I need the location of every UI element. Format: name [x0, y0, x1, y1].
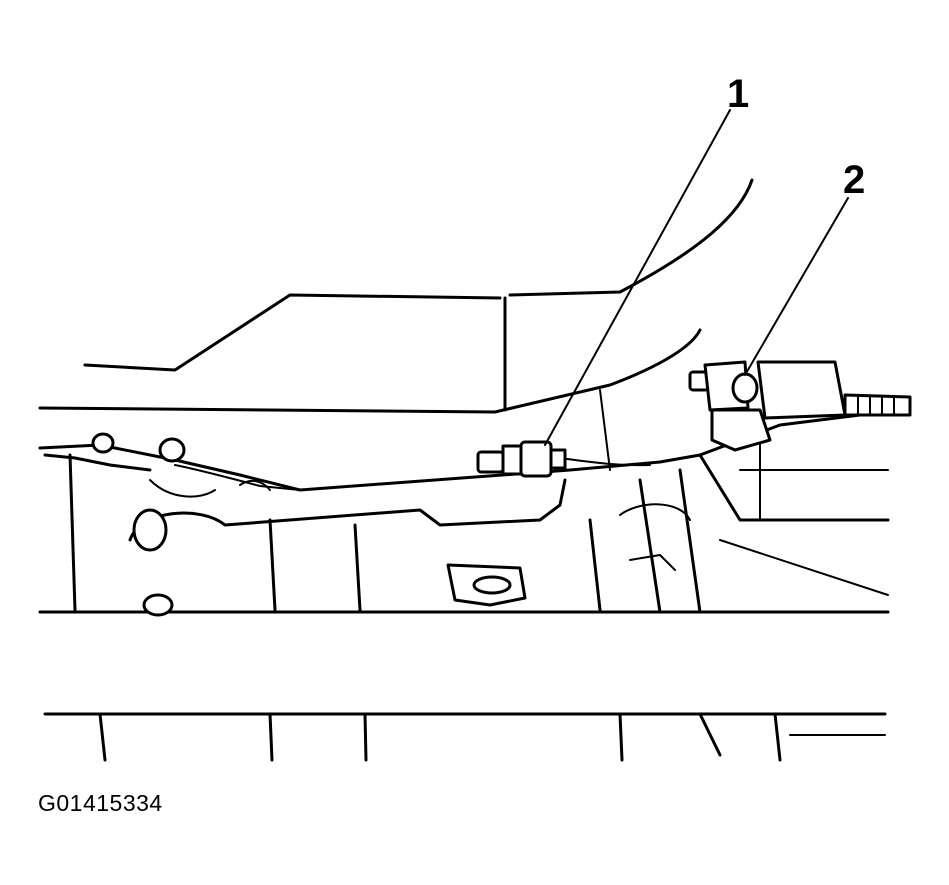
oil-pan: [43, 712, 887, 762]
figure-code: G01415334: [38, 790, 163, 816]
mounting-pad: [446, 563, 527, 607]
leader-line-2: [744, 197, 849, 376]
sensor-2: [688, 360, 912, 452]
callout-label-2: 2: [843, 158, 865, 202]
sensor-1: [476, 440, 567, 478]
bolt-boss-left: [91, 432, 186, 617]
floor-panel-outline: [38, 178, 754, 471]
leader-line-1: [544, 109, 731, 446]
wiring-harness: [174, 457, 651, 491]
callout-label-1: 1: [727, 72, 749, 116]
